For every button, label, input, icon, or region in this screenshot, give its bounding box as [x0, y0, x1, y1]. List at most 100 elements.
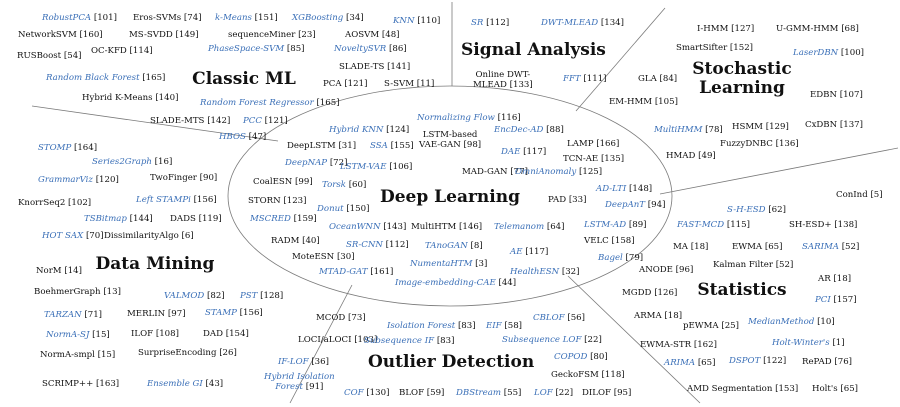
method-dbstream: DBStream [55]: [456, 388, 521, 398]
method-name: BoehmerGraph: [34, 287, 101, 297]
method-name: DWT-MLEAD: [541, 18, 599, 28]
method-citation: [127]: [731, 24, 755, 34]
method-moteesn: MoteESN [30]: [292, 252, 355, 262]
method-name: Hybrid KNN: [329, 125, 384, 135]
method-citation: [100]: [840, 48, 865, 58]
method-storn: STORN [123]: [248, 196, 307, 206]
method-name: Subsequence LOF: [502, 335, 582, 345]
method-cblof: CBLOF [56]: [533, 313, 585, 323]
method-name: MedianMethod: [748, 317, 815, 327]
method-norma-sj: NormA-SJ [15]: [46, 330, 110, 340]
method-hmmad: HMAD [49]: [666, 151, 716, 161]
method-citation: [117]: [525, 247, 549, 257]
method-slade-mts: SLADE-MTS [142]: [150, 116, 230, 126]
method-name: ARIMA: [664, 358, 696, 368]
method-edbn: EDBN [107]: [810, 90, 863, 100]
method-citation: [163]: [96, 379, 120, 389]
method-citation: [137]: [839, 120, 863, 130]
method-pci: PCI [157]: [815, 295, 857, 305]
method-name: Ensemble GI: [147, 379, 203, 389]
method-citation: [165]: [142, 73, 166, 83]
method-ad-lti: AD-LTI [148]: [596, 184, 652, 194]
method-citation: [158]: [611, 236, 635, 246]
method-citation: [114]: [129, 46, 153, 56]
method-citation: [122]: [763, 356, 787, 366]
method-multihtm: MultiHTM [146]: [411, 222, 482, 232]
method-em-hmm: EM-HMM [105]: [609, 97, 678, 107]
method-name: Bagel: [598, 253, 623, 263]
method-citation: [14]: [64, 266, 82, 276]
method-arima: ARIMA [65]: [664, 358, 715, 368]
divider-stats-top: [659, 147, 899, 195]
method-left-stampi: Left STAMPi [156]: [136, 195, 217, 205]
method-lstm-based-vae-gan: LSTM-based VAE-GAN [98]: [419, 130, 481, 150]
method-name: SLADE-TS: [339, 62, 385, 72]
method-citation: [22]: [584, 335, 602, 345]
method-knn: KNN [110]: [393, 16, 440, 26]
method-norm: NorM [14]: [36, 266, 82, 276]
method-i-hmm: I-HMM [127]: [697, 24, 754, 34]
method-gla: GLA [84]: [638, 74, 677, 84]
method-citation: [65]: [697, 358, 716, 368]
method-name: SmartSifter: [676, 43, 728, 53]
method-citation: [52]: [775, 260, 794, 270]
method-name: Holt's: [812, 384, 838, 394]
method-name: COPOD: [554, 352, 588, 362]
method-name: TSBitmap: [84, 214, 127, 224]
method-name: GeckoFSM: [551, 370, 599, 380]
method-citation: [154]: [225, 329, 249, 339]
method-citation: [112]: [385, 240, 409, 250]
method-ewma: EWMA [65]: [732, 242, 783, 252]
method-name: SCRIMP++: [42, 379, 94, 389]
method-pewma: pEWMA [25]: [683, 321, 739, 331]
method-citation: [3]: [475, 259, 488, 269]
method-citation: [78]: [705, 125, 723, 135]
method-name: EWMA-STR: [640, 340, 692, 350]
method-citation: [140]: [155, 93, 179, 103]
method-citation: [143]: [383, 222, 407, 232]
method-name: COF: [344, 388, 364, 398]
method-name: NumentaHTM: [410, 259, 473, 269]
method-hybrid-isolation-forest: Hybrid Isolation Forest [91]: [264, 372, 335, 392]
method-radm: RADM [40]: [271, 236, 320, 246]
method-encdec-ad: EncDec-AD [88]: [494, 125, 564, 135]
method-name: k-Means: [215, 13, 252, 23]
method-name: LaserDBN: [793, 48, 839, 58]
method-citation: [58]: [504, 321, 523, 331]
method-citation: [142]: [207, 116, 231, 126]
method-name: XGBoosting: [292, 13, 344, 23]
method-name: DAD: [203, 329, 223, 339]
method-smartsifter: SmartSifter [152]: [676, 43, 753, 53]
method-name: PhaseSpace-SVM: [208, 44, 285, 54]
method-citation: [47]: [248, 132, 267, 142]
method-geckoram: GeckoFSM [118]: [551, 370, 625, 380]
method-citation: [52]: [841, 242, 860, 252]
method-citation: [23]: [298, 30, 316, 40]
method-conind: ConInd [5]: [836, 190, 883, 200]
method-citation: [13]: [103, 287, 121, 297]
method-citation: [149]: [175, 30, 199, 40]
method-name: CoalESN: [253, 177, 293, 187]
method-name: DSPOT: [729, 356, 761, 366]
method-lstm-ad: LSTM-AD [89]: [584, 220, 647, 230]
method-name: LSTM-AD: [584, 220, 627, 230]
method-norma-smpl: NormA-smpl [15]: [40, 350, 115, 360]
method-citation: [166]: [596, 139, 620, 149]
method-name: DeepAnT: [605, 200, 646, 210]
method-pst: PST [128]: [240, 291, 283, 301]
method-name: ConInd: [836, 190, 868, 200]
method-citation: [40]: [302, 236, 320, 246]
method-rusboost: RUSBoost [54]: [17, 51, 82, 61]
method-ensemble-gi: Ensemble GI [43]: [147, 379, 223, 389]
method-name: PCA: [323, 79, 342, 89]
method-bagel: Bagel [79]: [598, 253, 643, 263]
method-name: HealthESN: [510, 267, 560, 277]
method-dad: DAD [154]: [203, 329, 249, 339]
method-citation: [159]: [293, 214, 317, 224]
method-citation: [56]: [567, 313, 585, 323]
method-citation: [119]: [198, 214, 222, 224]
method-citation: [80]: [590, 352, 608, 362]
method-citation: [103]: [354, 335, 378, 345]
method-citation: [18]: [690, 242, 709, 252]
method-name: RADM: [271, 236, 300, 246]
